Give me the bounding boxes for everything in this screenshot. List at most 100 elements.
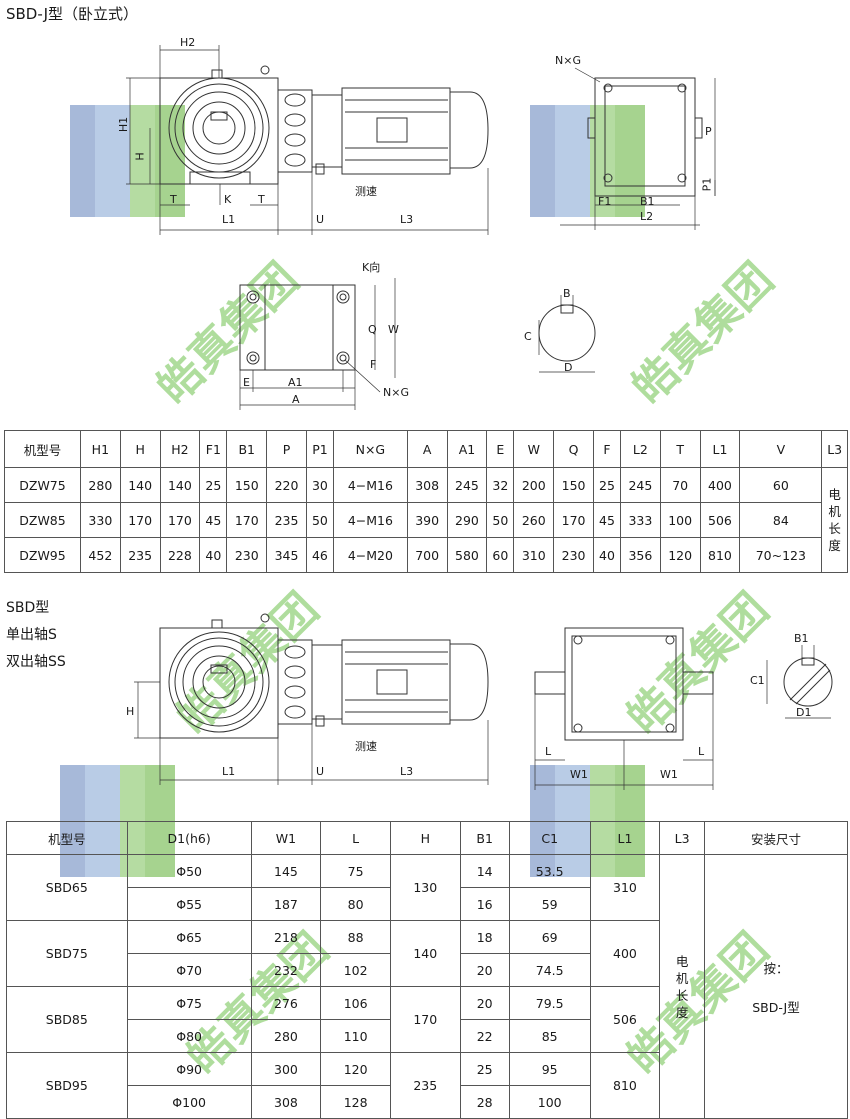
model-cell: SBD65 (6, 854, 128, 921)
sbd-dim-d1: D1 (796, 706, 812, 719)
b1-cell: 20 (459, 986, 510, 1020)
table-cell: 46 (305, 537, 334, 573)
b1-cell: 20 (459, 953, 510, 987)
sbd-dim-u: U (316, 765, 325, 778)
b1-cell: 16 (459, 887, 510, 921)
sbd-dim-w1-right: W1 (660, 768, 678, 781)
c1-cell: 59 (508, 887, 591, 921)
dim-b1: B1 (640, 195, 655, 208)
b1-cell: 28 (459, 1085, 510, 1119)
sbd-dim-l3: L3 (400, 765, 414, 778)
table-cell: 25 (199, 467, 228, 503)
table-cell: 4−M16 (332, 502, 408, 538)
b1-cell: 25 (459, 1052, 510, 1086)
table-header-cell: 机型号 (6, 821, 128, 855)
table-cell: 245 (620, 467, 661, 503)
l-cell: 106 (320, 986, 391, 1020)
speed-label: 测速 (355, 185, 377, 198)
table-cell: 333 (620, 502, 661, 538)
model-cell: SBD75 (6, 920, 128, 987)
table-cell: 308 (406, 467, 448, 503)
spacer (705, 977, 847, 997)
table-cell: 45 (592, 502, 622, 538)
table-cell: 40 (199, 537, 228, 573)
note-char: 度 (828, 538, 841, 553)
c1-cell: 79.5 (508, 986, 591, 1020)
c1-cell: 85 (508, 1019, 591, 1053)
table-header-cell: C1 (508, 821, 591, 855)
c1-cell: 74.5 (508, 953, 591, 987)
table-cell: 700 (406, 537, 448, 573)
c1-cell: 100 (508, 1085, 591, 1119)
table-cell: 452 (79, 537, 121, 573)
l-cell: 88 (320, 920, 391, 954)
table-cell: 345 (266, 537, 307, 573)
h-cell: 130 (389, 854, 461, 921)
l1-cell: 506 (589, 986, 661, 1053)
table-cell: 70~123 (739, 537, 823, 573)
sbd-dim-l-left: L (545, 745, 552, 758)
table-cell: 60 (486, 537, 515, 573)
h-cell: 170 (389, 986, 461, 1053)
d1-cell: Φ90 (126, 1052, 252, 1086)
b1-cell: 22 (459, 1019, 510, 1053)
sbd-front-view (159, 613, 489, 739)
table-cell: 4−M20 (332, 537, 408, 573)
table-header-cell: L1 (589, 821, 661, 855)
h-cell: 140 (389, 920, 461, 987)
table-cell: DZW95 (4, 537, 81, 573)
sbd-dim-l-right: L (698, 745, 705, 758)
note-char: 电 (675, 953, 689, 969)
w1-cell: 187 (250, 887, 322, 921)
install-line: 按： (763, 960, 789, 976)
dim-a: A (292, 393, 300, 406)
table-header-cell: H2 (159, 430, 201, 468)
w1-cell: 308 (250, 1085, 322, 1119)
table-header-cell: H (389, 821, 461, 855)
install-line: SBD-J型 (752, 999, 800, 1015)
w1-cell: 218 (250, 920, 322, 954)
table-header-cell: L (320, 821, 391, 855)
dim-nxg-top: N×G (555, 54, 581, 67)
dim-l2: L2 (640, 210, 654, 223)
sbd-side-view (534, 627, 714, 741)
note-char: 长 (828, 521, 841, 536)
table-cell: 280 (79, 467, 121, 503)
table-cell: 60 (739, 467, 823, 503)
w1-cell: 232 (250, 953, 322, 987)
d1-cell: Φ65 (126, 920, 252, 954)
sbd-dim-c1: C1 (750, 674, 765, 687)
sbd-title: SBD型 (6, 600, 50, 616)
table-cell: 32 (486, 467, 515, 503)
table-header-cell: 安装尺寸 (703, 821, 849, 855)
install-size-note: 按： SBD-J型 (703, 854, 849, 1119)
l1-cell: 810 (589, 1052, 661, 1119)
note-char: 长 (675, 987, 689, 1003)
w1-cell: 276 (250, 986, 322, 1020)
dim-t-left: T (170, 193, 177, 206)
logo-n-icon (530, 105, 645, 217)
dim-l1: L1 (222, 213, 236, 226)
table-cell: 230 (553, 537, 594, 573)
l-cell: 80 (320, 887, 391, 921)
dim-l3: L3 (400, 213, 414, 226)
table-header-cell: B1 (459, 821, 510, 855)
dim-f: F (370, 358, 377, 371)
dim-h2: H2 (180, 36, 196, 49)
d1-cell: Φ50 (126, 854, 252, 888)
table-header-cell: P1 (305, 430, 334, 468)
b1-cell: 18 (459, 920, 510, 954)
table-cell: 170 (553, 502, 594, 538)
d1-cell: Φ75 (126, 986, 252, 1020)
w1-cell: 300 (250, 1052, 322, 1086)
dim-w: W (388, 323, 399, 336)
